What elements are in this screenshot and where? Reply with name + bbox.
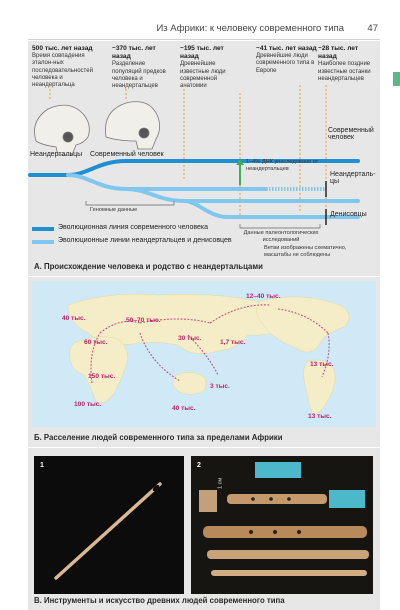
col-1-time: 500 тыс. лет назад <box>32 45 93 52</box>
label-denisovans: Денисовцы <box>330 211 367 218</box>
inset-photo-blue-2 <box>329 490 365 508</box>
label-neanderthals: Неандертальцы <box>30 151 83 158</box>
map-label-3k: 3 тыс. <box>210 383 230 390</box>
chapter-tab <box>393 72 400 86</box>
legend-swatch-archaic <box>32 240 54 244</box>
map-label-60k: 60 тыс. <box>84 339 108 346</box>
legend-swatch-modern <box>32 227 54 231</box>
bone-needle-icon <box>54 482 162 580</box>
paleo-data-label: Данные палеонтологических исследований <box>243 230 319 243</box>
bone-flutes-icon <box>203 494 369 576</box>
timeline-col-5: ~28 тыс. лет назад Наиболее поздние изве… <box>318 45 378 83</box>
map-label-50-70k: 50–70 тыс. <box>126 317 161 324</box>
map-label-40k-australia: 40 тыс. <box>172 405 196 412</box>
map-label-150k: 150 тыс. <box>88 373 116 380</box>
map-label-1-7k: 1,7 тыс. <box>220 339 246 346</box>
legend-text-modern: Эволюционная линия современного человека <box>58 224 208 231</box>
map-label-100k: 100 тыс. <box>74 401 102 408</box>
caption-b: Б. Расселение людей современного типа за… <box>34 433 283 442</box>
panel-b-map: 12–40 тыс. 40 тыс. 50–70 тыс. 60 тыс. 30… <box>28 277 380 447</box>
timeline-col-4: ~41 тыс. лет назад Древнейшие люди совре… <box>256 45 320 75</box>
label-neanderthals-end: Неандерталь-цы <box>330 171 376 185</box>
label-modern-human-end: Современный человек <box>328 127 374 141</box>
label-modern-human: Современный человек <box>90 151 164 158</box>
col-2-text: Разделение популяций предков человека и … <box>112 61 166 90</box>
page-number: 47 <box>367 23 378 34</box>
photo-flutes: 2 1 см <box>191 456 373 594</box>
col-2-time: ~370 тыс. лет назад <box>112 45 156 61</box>
dna-note: 1–4% ДНК унаследовано от неандертальцев <box>246 159 319 172</box>
col-1-text: Время совпадения эталон-ных последовател… <box>32 53 93 89</box>
schematic-note: Ветви изображены схематично, масштабы не… <box>264 245 347 258</box>
col-4-time: ~41 тыс. лет назад <box>256 45 317 52</box>
col-4-text: Древнейшие люди современного типа в Евро… <box>256 53 315 74</box>
scale-label: 1 см <box>217 477 224 490</box>
panel-c-artifacts: 1 2 1 см В. Инструменты и искусство древ… <box>28 448 380 610</box>
timeline-col-3: ~195 тыс. лет назад Древнейшие известные… <box>180 45 244 90</box>
timeline-col-2: ~370 тыс. лет назад Разделение популяций… <box>112 45 176 90</box>
panel-a-timeline: 500 тыс. лет назад Время совпадения этал… <box>28 41 380 276</box>
photo-needle: 1 <box>34 456 184 594</box>
world-map <box>32 281 376 427</box>
page-header: Из Африки: к человеку современного типа … <box>28 0 380 40</box>
photo-1-label: 1 <box>40 462 44 469</box>
inset-photo-blue <box>255 462 301 478</box>
neanderthal-skull-icon <box>34 104 90 156</box>
caption-c: В. Инструменты и искусство древних людей… <box>34 596 285 605</box>
inset-photo-figurine <box>199 490 217 512</box>
header-title: Из Африки: к человеку современного типа <box>156 23 344 34</box>
map-label-40k-europe: 40 тыс. <box>62 315 86 322</box>
genome-data-label: Геномные данные <box>90 207 138 213</box>
legend-text-archaic: Эволюционные линии неандертальцев и дени… <box>58 237 232 244</box>
map-label-30k: 30 тыс. <box>178 335 202 342</box>
col-5-text: Наиболее поздние известные останки неанд… <box>318 61 371 82</box>
col-5-time: ~28 тыс. лет назад <box>318 45 359 61</box>
caption-a: А. Происхождение человека и родство с не… <box>34 262 263 271</box>
map-label-13k-south: 13 тыс. <box>308 413 332 420</box>
col-3-text: Древнейшие известные люди современной ан… <box>180 61 226 90</box>
map-label-12-40k: 12–40 тыс. <box>246 293 281 300</box>
modern-human-skull-icon <box>105 101 160 150</box>
col-3-time: ~195 тыс. лет назад <box>180 45 224 61</box>
map-label-13k-north: 13 тыс. <box>310 361 334 368</box>
timeline-diagram <box>28 85 360 229</box>
timeline-col-1: 500 тыс. лет назад Время совпадения этал… <box>32 45 96 89</box>
photo-2-label: 2 <box>197 462 201 469</box>
